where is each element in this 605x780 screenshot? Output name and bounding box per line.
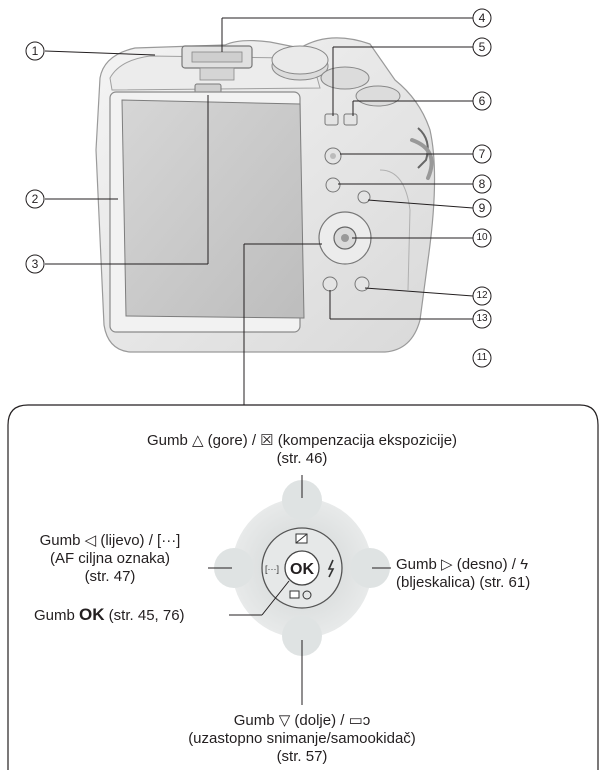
left-button-line2: (AF ciljna oznaka) [49,550,171,567]
callout-10: 10 [476,232,488,243]
callout-6: 6 [478,94,486,108]
arrow-pad-ok-glyph: OK [290,561,314,578]
down-button-line3: (str. 57) [276,748,328,765]
ok-button-label: Gumb OK (str. 45, 76) [34,606,185,625]
up-button-label: Gumb △ (gore) / ☒ (kompenzacija ekspozic… [82,432,522,468]
callout-5: 5 [478,40,486,54]
callout-13: 13 [476,313,488,324]
down-button-line2: (uzastopno snimanje/samookidač) [188,730,416,747]
arrow-pad-enlarged: [···] [214,480,390,656]
right-button-label: Gumb ▷ (desno) / ϟ (bljeskalica) (str. 6… [396,556,530,592]
up-button-line2: (str. 46) [276,450,328,467]
left-button-line3: (str. 47) [84,568,136,585]
left-button-line1: Gumb ◁ (lijevo) / [···] [39,532,181,549]
callout-12: 12 [476,290,488,301]
down-button-line1: Gumb ▽ (dolje) / ▭ↄ [233,712,371,729]
down-button-label: Gumb ▽ (dolje) / ▭ↄ (uzastopno snimanje/… [100,712,504,766]
ok-button-suffix: (str. 45, 76) [104,607,185,624]
camera-body [95,37,436,353]
detail-box [7,404,599,770]
callout-1: 1 [31,44,39,58]
right-button-line2: (bljeskalica) (str. 61) [396,574,531,591]
left-button-label: Gumb ◁ (lijevo) / [···] (AF ciljna oznak… [12,532,208,586]
up-button-line1: Gumb △ (gore) / ☒ (kompenzacija ekspozic… [146,432,458,449]
callout-circles [25,8,492,368]
callout-4: 4 [478,11,486,25]
right-button-line1: Gumb ▷ (desno) / ϟ [396,556,529,573]
leader-lines [44,17,474,405]
callout-7: 7 [478,147,486,161]
svg-text:[···]: [···] [265,564,279,574]
detail-leader-lines [208,475,391,705]
ok-button-bold: OK [79,605,105,624]
callout-8: 8 [478,177,486,191]
callout-9: 9 [478,201,486,215]
callout-2: 2 [31,192,39,206]
callout-3: 3 [31,257,39,271]
callout-11: 11 [476,352,488,363]
ok-button-prefix: Gumb [34,607,80,624]
